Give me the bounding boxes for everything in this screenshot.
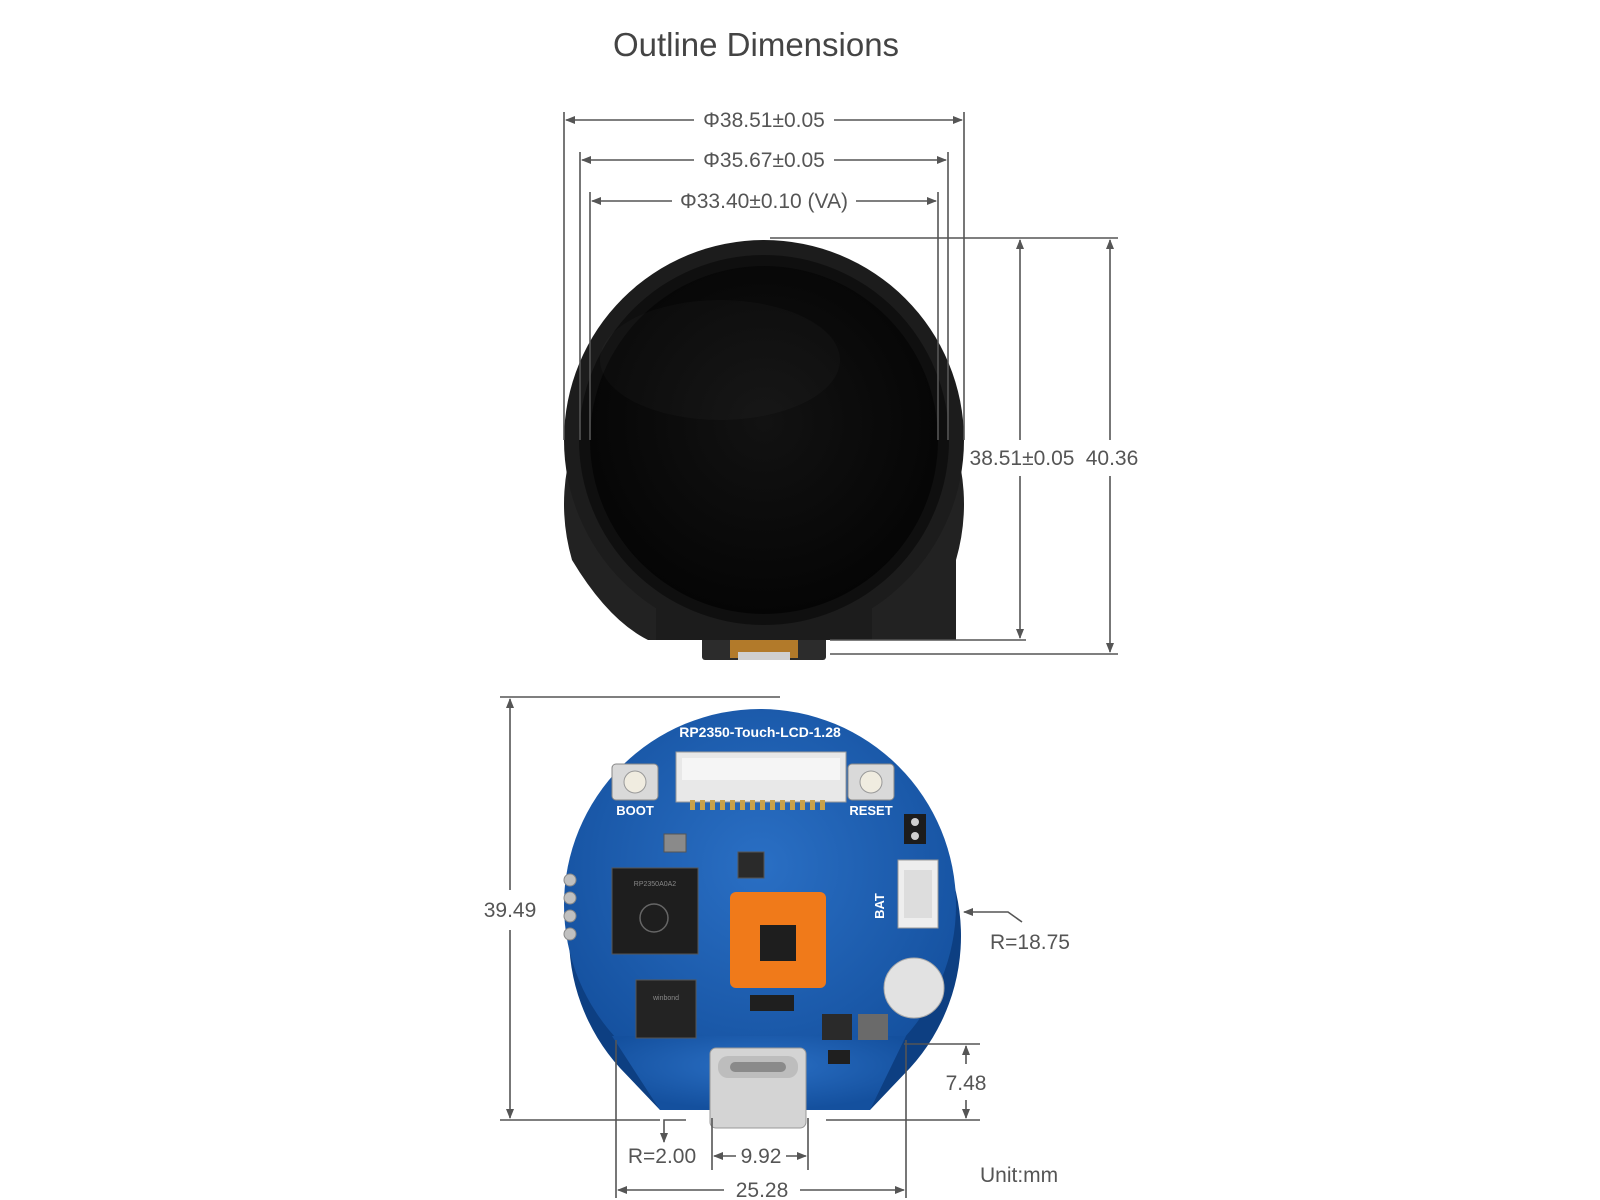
imu-chip bbox=[737, 851, 765, 879]
flash-chip bbox=[635, 979, 697, 1039]
flat-height-label: 7.48 bbox=[946, 1072, 987, 1095]
page-title: Outline Dimensions bbox=[612, 26, 900, 63]
outer-diameter-label: Φ38.51±0.05 bbox=[703, 109, 825, 132]
middle-diameter-label: Φ35.67±0.05 bbox=[703, 149, 825, 172]
pcb-dimensions: 39.49 R=18.75 7.48 R=2.00 9.92 25.28 bbox=[484, 696, 1070, 1200]
reset-label: RESET bbox=[849, 803, 892, 818]
unit-label: Unit:mm bbox=[980, 1164, 1059, 1187]
screen-view-area bbox=[590, 266, 938, 614]
svg-text:winbond: winbond bbox=[652, 995, 679, 1002]
touch-controller-chip bbox=[760, 925, 796, 961]
coin-cell bbox=[883, 957, 945, 1019]
height-dimensions: 38.51±0.05 40.36 bbox=[770, 237, 1139, 655]
display-height-label: 38.51±0.05 bbox=[970, 447, 1075, 470]
total-height-label: 40.36 bbox=[1086, 447, 1139, 470]
board-name-label: RP2350-Touch-LCD-1.28 bbox=[679, 724, 841, 740]
corner-radius-label: R=2.00 bbox=[628, 1145, 696, 1168]
svg-text:RP2350A0A2: RP2350A0A2 bbox=[634, 881, 677, 888]
board-radius-label: R=18.75 bbox=[990, 931, 1070, 954]
boot-label: BOOT bbox=[616, 803, 654, 818]
bat-label: BAT bbox=[872, 893, 887, 919]
display-module bbox=[564, 240, 965, 660]
bottom-width-label: 25.28 bbox=[736, 1179, 789, 1200]
board-height-label: 39.49 bbox=[484, 899, 537, 922]
diameter-dimensions: Φ38.51±0.05 Φ35.67±0.05 Φ33.40±0.10 (VA) bbox=[563, 109, 965, 440]
view-area-diameter-label: Φ33.40±0.10 (VA) bbox=[680, 190, 848, 213]
usb-width-label: 9.92 bbox=[741, 1145, 782, 1168]
mcu-chip bbox=[611, 867, 699, 955]
pcb-board: RP2350-Touch-LCD-1.28 BOOT RESET RP2350A… bbox=[560, 709, 962, 1130]
